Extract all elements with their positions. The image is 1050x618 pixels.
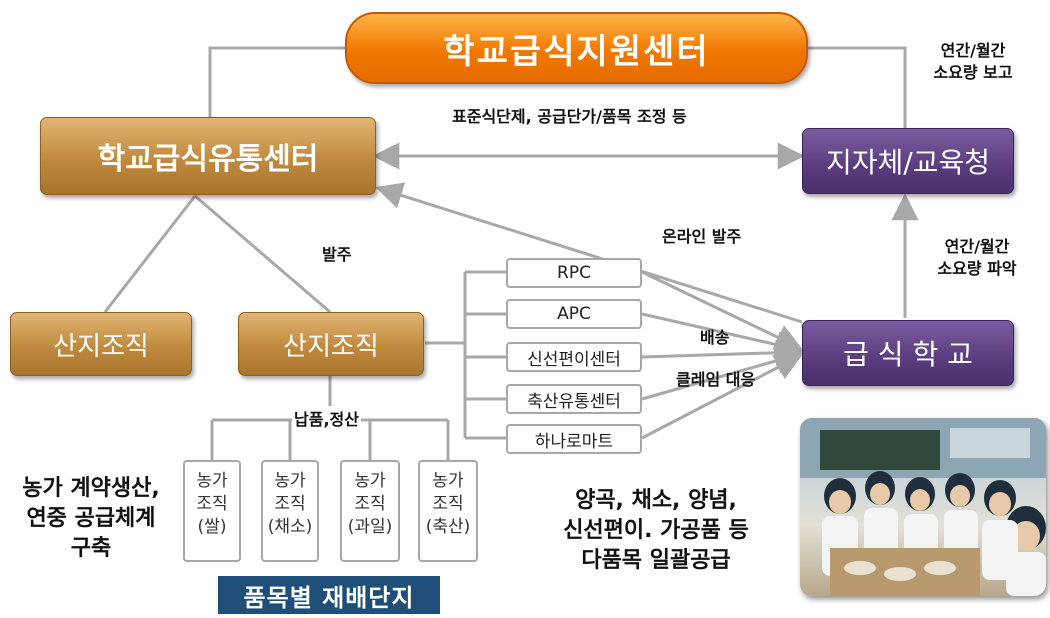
line-dist-producer-left [103, 195, 197, 313]
farm-rice: 농가 조직 (쌀) [183, 460, 241, 562]
cultivation-complex-banner: 품목별 재배단지 [218, 576, 440, 614]
outlet-livestock-center: 축산유통센터 [506, 384, 642, 414]
farm-fruit: 농가 조직 (과일) [340, 460, 400, 562]
order-label: 발주 [322, 245, 352, 264]
school-label: 급 식 학 교 [843, 338, 973, 371]
delivery-label: 배송 [700, 328, 730, 347]
farm-livestock: 농가 조직 (축산) [418, 460, 478, 562]
distribution-center: 학교급식유통센터 [40, 117, 376, 195]
line-center-distribution [208, 46, 345, 118]
school-lunch-photo [800, 418, 1046, 596]
local-gov-education-office: 지자체/교육청 [802, 128, 1014, 194]
arrow-apc-school [641, 312, 803, 358]
products-text: 양곡, 채소, 양념, 신선편이. 가공품 등 다품목 일괄공급 [563, 488, 749, 573]
farm-vegetable: 농가 조직 (채소) [261, 460, 319, 562]
arrow-online-order [375, 182, 803, 324]
arrow-hanaro-school [641, 354, 803, 440]
contract-text: 농가 계약생산, 연중 공급체계 구축 [22, 476, 160, 561]
claim-label: 클레임 대응 [676, 370, 756, 389]
distribution-center-label: 학교급식유통센터 [97, 142, 319, 177]
delivery-settlement-label: 납품,정산 [292, 406, 361, 430]
producer-main: 산지조직 [238, 312, 424, 376]
online-order-label: 온라인 발주 [662, 227, 742, 246]
producer-left-label: 산지조직 [53, 331, 149, 362]
outlet-apc: APC [506, 299, 642, 329]
line-dist-producer-main [194, 194, 331, 314]
outlet-hanaro-mart: 하나로마트 [506, 424, 642, 454]
arrow-fresh-school [641, 339, 803, 367]
school: 급 식 학 교 [802, 320, 1014, 386]
producer-left: 산지조직 [10, 312, 192, 376]
producer-main-label: 산지조직 [283, 331, 379, 362]
line-center-localgov [808, 46, 907, 128]
center-label: 학교급식지원센터 [443, 31, 710, 72]
outlet-fresh-center: 신선편이센터 [506, 342, 642, 372]
grasp-label: 연간/월간 소요량 파악 [937, 237, 1017, 278]
photo-illustration [800, 418, 1046, 596]
school-meal-support-center: 학교급식지원센터 [345, 12, 808, 84]
outlet-rpc: RPC [506, 258, 642, 288]
local-gov-label: 지자체/교육청 [826, 146, 990, 179]
report-label: 연간/월간 소요량 보고 [933, 41, 1013, 82]
standard-menu-label: 표준식단제, 공급단가/품목 조정 등 [452, 107, 687, 126]
